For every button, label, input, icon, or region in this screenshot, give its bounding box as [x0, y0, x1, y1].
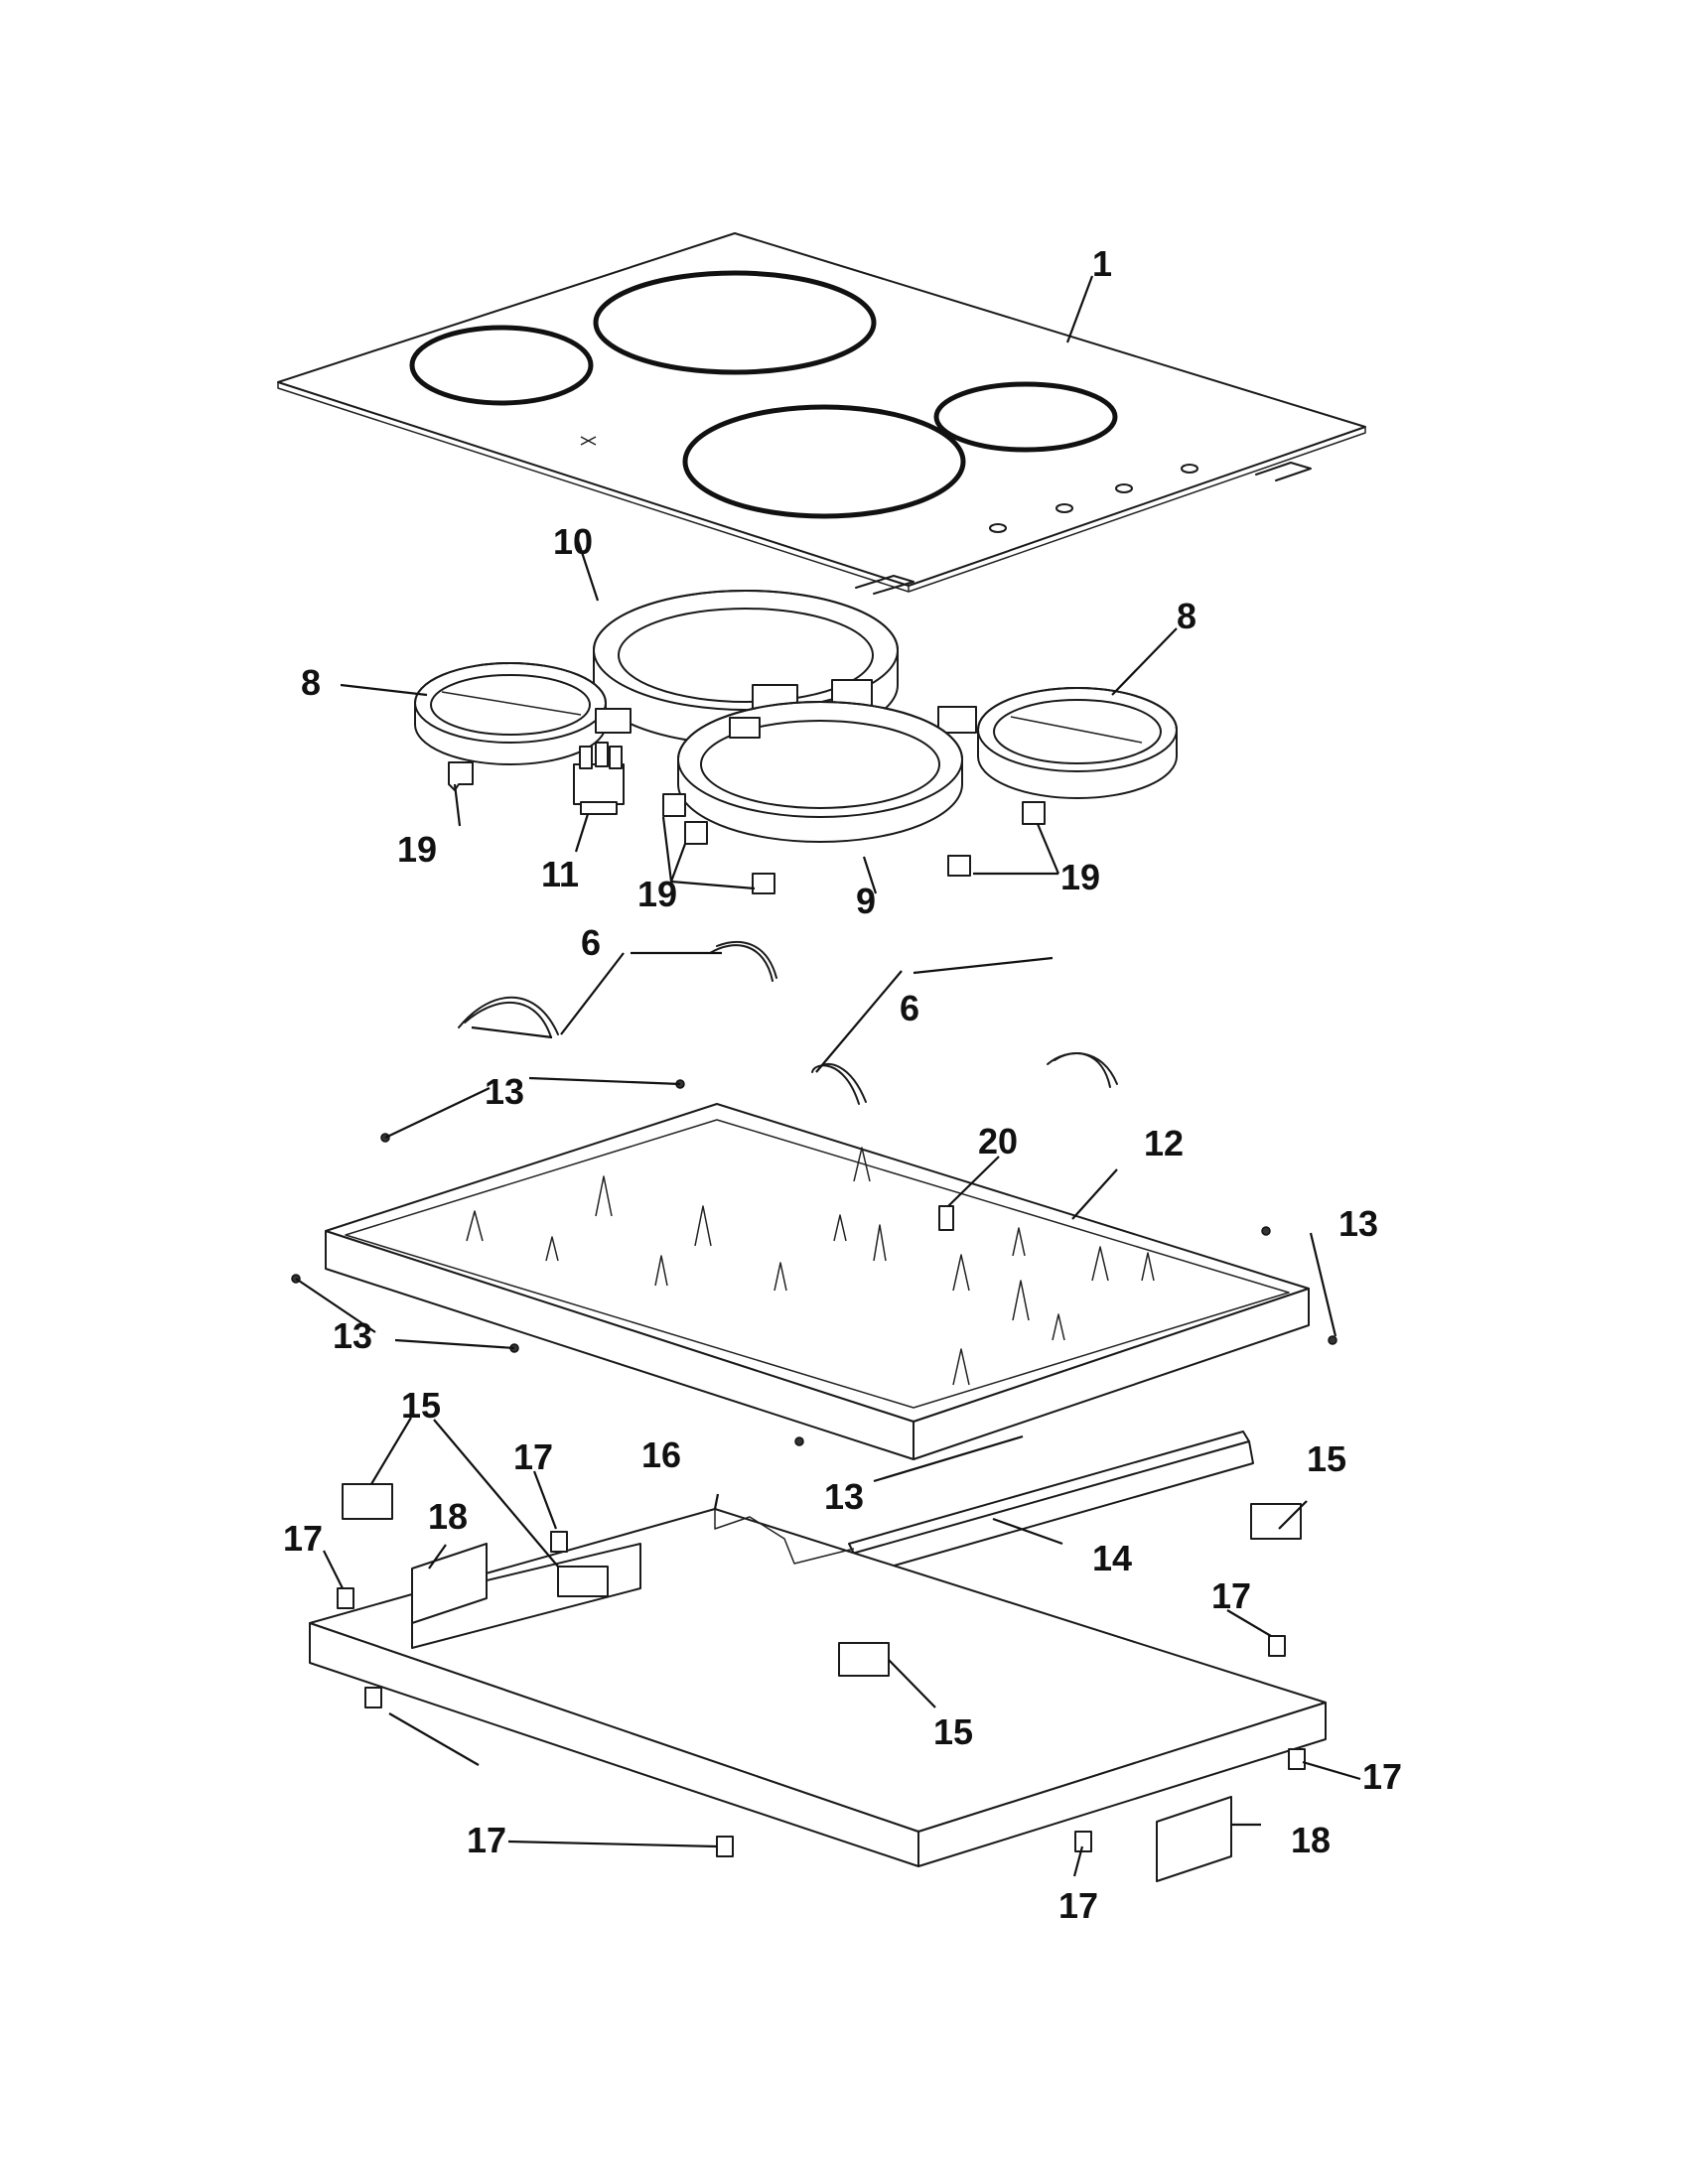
callout-6: 6 — [900, 988, 919, 1028]
burner-ring-center-rear — [593, 270, 877, 375]
callout-14: 14 — [1092, 1538, 1132, 1578]
callout-19: 19 — [637, 874, 677, 914]
part-side-plates[interactable] — [411, 1543, 1232, 1882]
burner-ring-left-rear — [409, 325, 594, 406]
knob-hole — [1055, 503, 1073, 513]
callout-18: 18 — [428, 1496, 468, 1537]
callout-15: 15 — [933, 1711, 973, 1752]
knob-hole — [989, 523, 1007, 533]
part-mounting-brackets[interactable] — [342, 1483, 1302, 1677]
callout-17: 17 — [513, 1436, 553, 1477]
tray-standoffs — [466, 1147, 1155, 1386]
callout-labels: 1 10 8 8 19 11 19 9 19 6 6 13 20 12 13 1… — [283, 243, 1402, 1926]
callout-15: 15 — [401, 1385, 441, 1426]
part-clips[interactable] — [337, 1531, 1306, 1857]
part-heating-element-large-front[interactable] — [677, 701, 963, 843]
callout-11: 11 — [541, 854, 579, 894]
callout-13: 13 — [1338, 1203, 1378, 1244]
callout-13: 13 — [824, 1476, 864, 1517]
hot-surface-mark — [580, 436, 597, 446]
part-glass-cooktop[interactable] — [277, 232, 1366, 595]
callout-19: 19 — [1060, 857, 1100, 897]
part-terminal-block[interactable] — [573, 742, 625, 815]
callout-17: 17 — [467, 1820, 506, 1860]
part-element-brackets[interactable] — [448, 761, 1046, 894]
callout-20: 20 — [978, 1121, 1018, 1161]
callout-10: 10 — [553, 521, 593, 562]
knob-hole — [1181, 464, 1198, 474]
callout-13: 13 — [333, 1315, 372, 1356]
callout-17: 17 — [1362, 1756, 1402, 1797]
part-heating-element-left[interactable] — [414, 662, 632, 765]
knob-hole — [1115, 483, 1133, 493]
callout-17: 17 — [1058, 1885, 1098, 1926]
callout-19: 19 — [397, 829, 437, 870]
burner-ring-center-front — [682, 404, 966, 519]
part-sensor-20[interactable] — [938, 1205, 954, 1231]
part-clamp-springs[interactable] — [458, 940, 1118, 1105]
callout-16: 16 — [641, 1434, 681, 1475]
part-heating-element-right[interactable] — [937, 687, 1178, 799]
callout-6: 6 — [581, 922, 601, 963]
leader-lines — [295, 275, 1361, 1877]
callout-18: 18 — [1291, 1820, 1331, 1860]
burner-ring-right — [933, 381, 1118, 453]
callout-15: 15 — [1307, 1438, 1346, 1479]
callout-17: 17 — [1211, 1575, 1251, 1616]
callout-12: 12 — [1144, 1123, 1184, 1163]
callout-17: 17 — [283, 1518, 323, 1559]
callout-8: 8 — [1177, 596, 1196, 636]
callout-8: 8 — [301, 662, 321, 703]
callout-1: 1 — [1092, 243, 1112, 284]
callout-13: 13 — [485, 1071, 524, 1112]
part-element-tray[interactable] — [325, 1103, 1310, 1460]
callout-9: 9 — [856, 881, 876, 921]
